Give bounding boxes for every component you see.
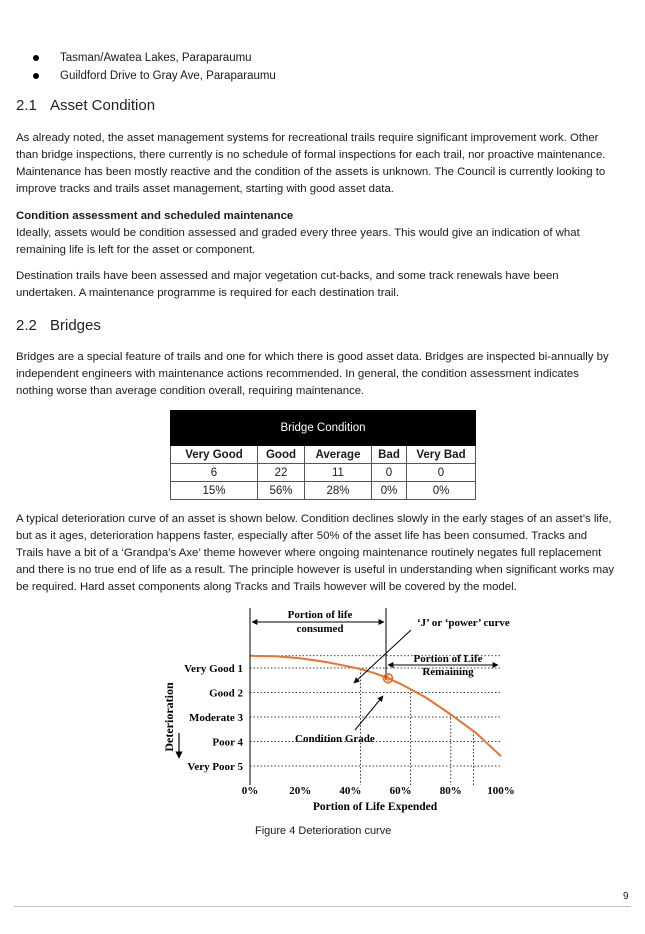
list-item: Tasman/Awatea Lakes, Paraparaumu: [30, 49, 276, 67]
bridge-condition-table: Bridge Condition Very Good Good Average …: [170, 410, 476, 500]
table-title: Bridge Condition: [170, 410, 476, 446]
grade-pointer: [354, 695, 384, 731]
chart-dotted-markers: [360, 669, 474, 785]
x-tick-labels: 0% 20% 40% 60% 80% 100%: [242, 785, 515, 797]
table-row: 15% 56% 28% 0% 0%: [170, 481, 476, 500]
x-tick-label: 20%: [289, 785, 311, 797]
y-tick-label: Poor 4: [212, 737, 243, 749]
x-axis-label: Portion of Life Expended: [313, 801, 438, 813]
table-cell: 11: [304, 463, 372, 482]
table-cell: 28%: [304, 481, 372, 500]
list-item: Guildford Drive to Gray Ave, Paraparaumu: [30, 67, 276, 85]
table-cell: 15%: [170, 481, 258, 500]
section-title: Asset Condition: [50, 97, 156, 114]
remaining-label-2: Remaining: [422, 666, 474, 678]
deterioration-chart: Very Good 1 Good 2 Moderate 3 Poor 4 Very Po…: [162, 608, 515, 813]
condition-assessment-paragraph: Ideally, assets would be condition asses…: [16, 227, 580, 256]
condition-assessment-block: Condition assessment and scheduled maint…: [16, 208, 616, 259]
table-cell: 0%: [371, 481, 407, 500]
page-number: 9: [623, 891, 629, 902]
bullet-icon: [33, 73, 39, 79]
y-tick-label: Very Good 1: [184, 663, 243, 675]
bullet-text: Tasman/Awatea Lakes, Paraparaumu: [60, 52, 252, 64]
bridges-paragraph: Bridges are a special feature of trails …: [16, 351, 609, 397]
table-cell: 0: [371, 463, 407, 482]
table-header-cell: Good: [257, 445, 305, 464]
condition-grade-label: Condition Grade: [295, 733, 375, 745]
footer-divider: [14, 906, 631, 907]
x-tick-label: 40%: [339, 785, 361, 797]
table-header-cell: Average: [304, 445, 372, 464]
y-tick-label: Very Poor 5: [187, 761, 243, 773]
table-header-cell: Very Bad: [406, 445, 476, 464]
y-axis-label: Deterioration: [162, 682, 176, 752]
deterioration-curve: [249, 654, 502, 757]
x-tick-label: 100%: [487, 785, 515, 797]
y-tick-labels: Very Good 1 Good 2 Moderate 3 Poor 4 Very Po…: [184, 663, 243, 773]
table-cell: 0%: [406, 481, 476, 500]
bullet-icon: [33, 55, 39, 61]
table-cell: 0: [406, 463, 476, 482]
y-tick-label: Moderate 3: [189, 712, 244, 724]
condition-grade-marker: [382, 672, 394, 684]
section-heading-asset-condition: 2.1 Asset Condition: [16, 97, 155, 114]
table-cell: 56%: [257, 481, 305, 500]
table-header-cell: Bad: [371, 445, 407, 464]
table-header-row: Very Good Good Average Bad Very Bad: [170, 445, 476, 464]
consumed-label-1: Portion of life: [288, 609, 353, 621]
bullet-text: Guildford Drive to Gray Ave, Paraparaumu: [60, 70, 276, 82]
section-number: 2.1: [16, 97, 37, 114]
section-heading-bridges: 2.2 Bridges: [16, 317, 101, 334]
table-cell: 6: [170, 463, 258, 482]
curve-pointer: [353, 629, 412, 684]
asset-condition-paragraph: As already noted, the asset management s…: [16, 132, 606, 195]
subheading: Condition assessment and scheduled maint…: [16, 210, 294, 222]
y-tick-label: Good 2: [209, 688, 243, 700]
section-title: Bridges: [50, 317, 101, 334]
x-tick-label: 0%: [242, 785, 259, 797]
table-cell: 22: [257, 463, 305, 482]
section-number: 2.2: [16, 317, 37, 334]
consumed-label-2: consumed: [296, 623, 343, 635]
destination-trails-paragraph: Destination trails have been assessed an…: [16, 270, 559, 299]
bullet-list: Tasman/Awatea Lakes, Paraparaumu Guildfo…: [30, 49, 276, 85]
figure-caption: Figure 4 Deterioration curve: [255, 825, 392, 837]
table-row: 6 22 11 0 0: [170, 463, 476, 482]
table-header-cell: Very Good: [170, 445, 258, 464]
deterioration-paragraph: A typical deterioration curve of an asse…: [16, 513, 615, 593]
x-tick-label: 60%: [390, 785, 412, 797]
curve-type-label: ‘J’ or ‘power’ curve: [417, 617, 510, 629]
x-tick-label: 80%: [440, 785, 462, 797]
remaining-label-1: Portion of Life: [413, 653, 482, 665]
